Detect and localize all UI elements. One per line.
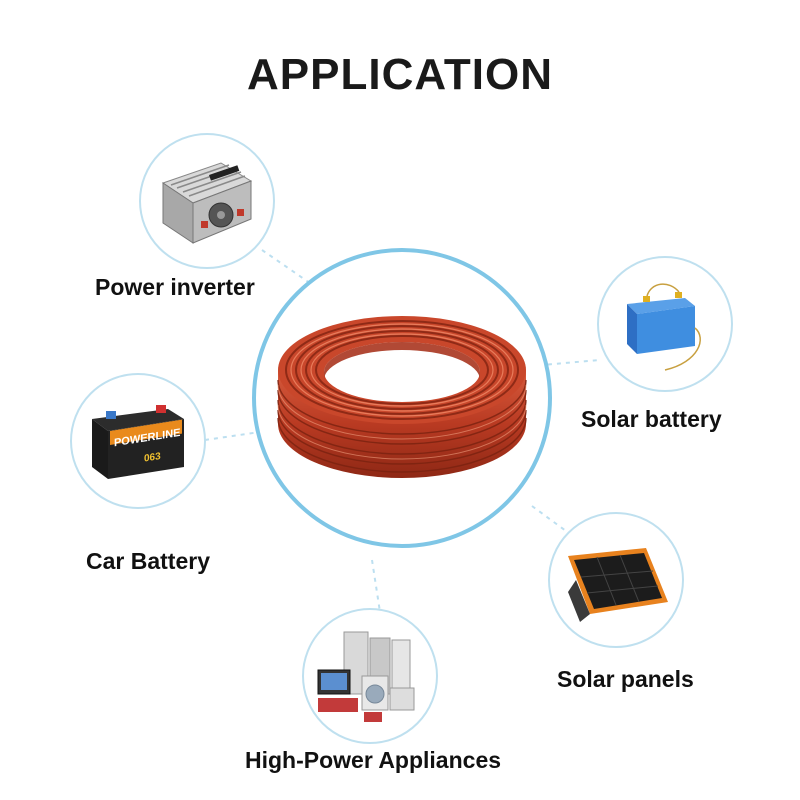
application-label-solar-battery: Solar battery [581, 406, 722, 432]
appliances-bubble [302, 608, 438, 744]
center-wire-circle [252, 248, 552, 548]
car-battery-icon: POWERLINE 063 [92, 405, 184, 479]
car-battery-model: 063 [144, 451, 161, 465]
car-battery-bubble: POWERLINE 063 [70, 373, 206, 509]
red-wire-coil-icon [277, 316, 527, 478]
application-label-high-power-appliances: High-Power Appliances [245, 747, 502, 773]
solar-battery-icon [627, 283, 701, 371]
solar-battery-bubble [597, 256, 733, 392]
application-label-solar-panels: Solar panels [557, 666, 694, 692]
application-label-car-battery: Car Battery [86, 548, 210, 574]
application-label-power-inverter: Power inverter [95, 274, 255, 300]
power-inverter-bubble [139, 133, 275, 269]
page-title: APPLICATION [247, 50, 553, 99]
solar-panel-icon [568, 548, 668, 622]
power-inverter-icon [161, 162, 253, 244]
solar-panels-bubble [548, 512, 684, 648]
appliances-icon [317, 631, 415, 722]
